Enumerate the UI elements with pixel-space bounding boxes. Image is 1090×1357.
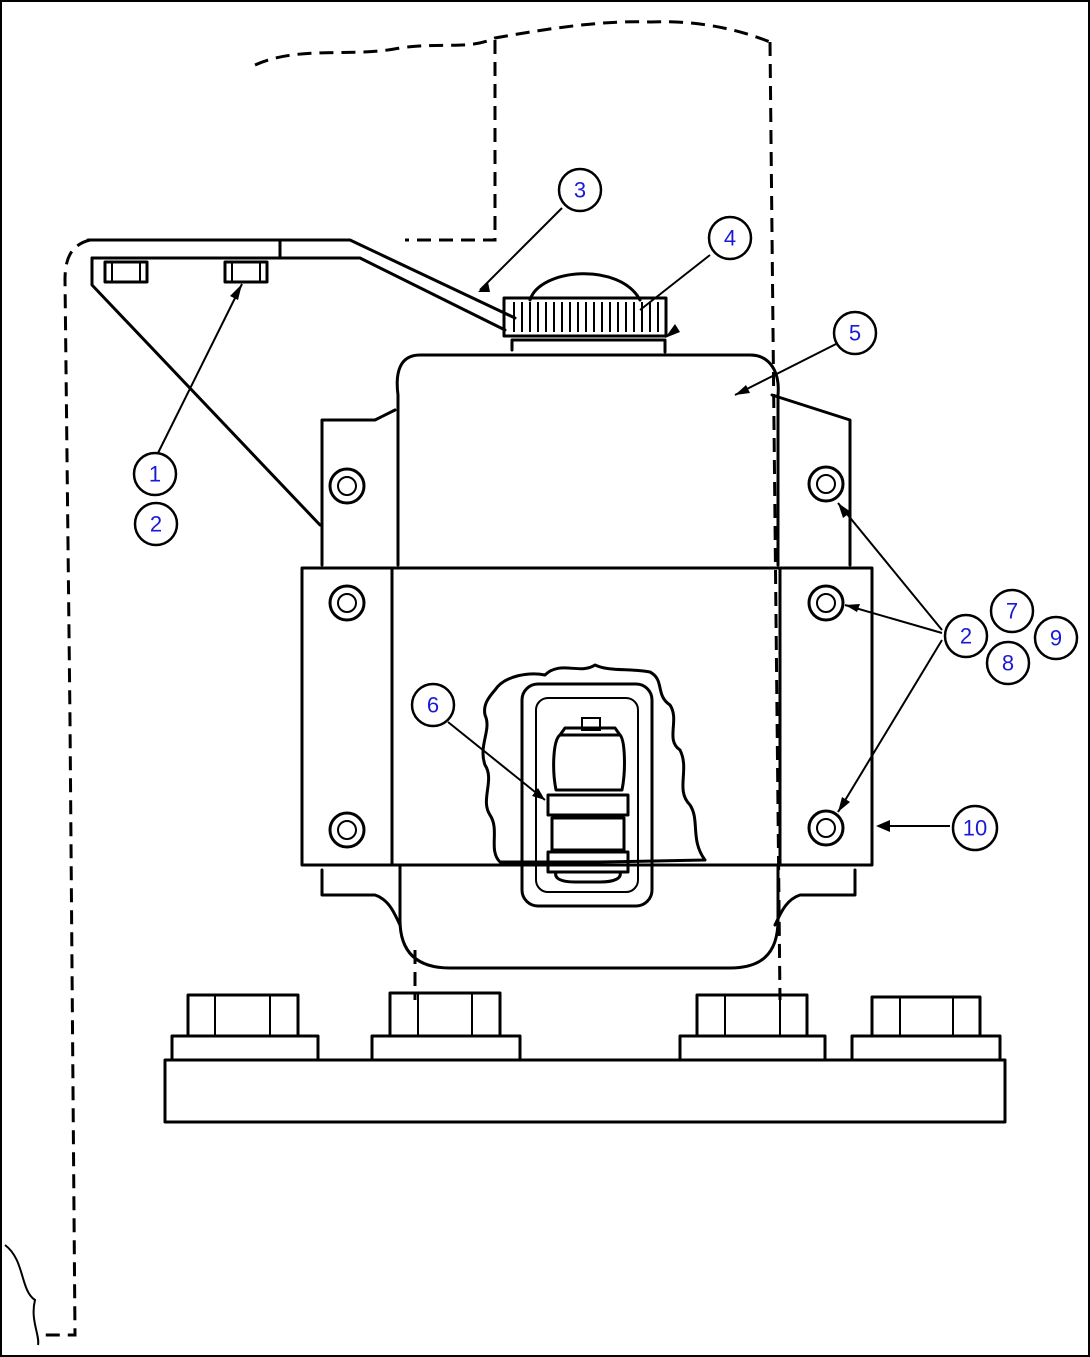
callout-8: 8	[985, 640, 1031, 686]
callout-5: 5	[832, 310, 878, 356]
svg-text:3: 3	[574, 178, 586, 203]
cutaway-view	[481, 663, 707, 908]
svg-text:1: 1	[149, 462, 161, 487]
svg-text:6: 6	[427, 693, 439, 718]
callout-2-left: 2	[133, 501, 179, 547]
filler-cap	[502, 272, 668, 354]
svg-text:7: 7	[1006, 599, 1018, 624]
svg-text:8: 8	[1002, 651, 1014, 676]
base-bolt-4	[850, 995, 1002, 1062]
cab-frame-outline	[4, 20, 782, 1346]
callout-9: 9	[1033, 615, 1079, 661]
callout-10: 10	[951, 804, 999, 852]
svg-text:5: 5	[849, 321, 861, 346]
bolt-middle-right	[807, 584, 845, 622]
mounting-bracket	[86, 238, 517, 527]
svg-text:2: 2	[150, 512, 162, 537]
bolt-upper-right	[807, 465, 845, 503]
level-sensor	[546, 717, 630, 884]
base-frame	[163, 991, 1007, 1124]
base-bolt-2	[370, 991, 522, 1062]
bolt-lower-left	[328, 811, 366, 849]
callout-7: 7	[989, 588, 1035, 634]
callout-6: 6	[410, 682, 456, 728]
svg-text:2: 2	[960, 624, 972, 649]
svg-text:10: 10	[963, 816, 987, 841]
mounting-bolts	[328, 465, 845, 849]
bolt-upper-left	[328, 467, 366, 505]
reservoir-tank	[395, 353, 780, 970]
leader-lines	[156, 207, 950, 827]
bolt-lower-right	[807, 809, 845, 847]
callout-3: 3	[557, 167, 603, 213]
svg-text:4: 4	[724, 226, 736, 251]
callout-4: 4	[707, 215, 753, 261]
bracket-nut-right	[223, 260, 269, 284]
base-bolt-3	[678, 993, 827, 1062]
mounting-strap	[300, 566, 874, 867]
svg-text:9: 9	[1050, 626, 1062, 651]
base-bolt-1	[170, 993, 320, 1062]
callout-1: 1	[132, 451, 178, 497]
bolt-middle-left	[328, 584, 366, 622]
bracket-nut-left	[103, 260, 149, 284]
callout-2-right: 2	[943, 613, 989, 659]
leader-arrowheads	[230, 282, 890, 832]
